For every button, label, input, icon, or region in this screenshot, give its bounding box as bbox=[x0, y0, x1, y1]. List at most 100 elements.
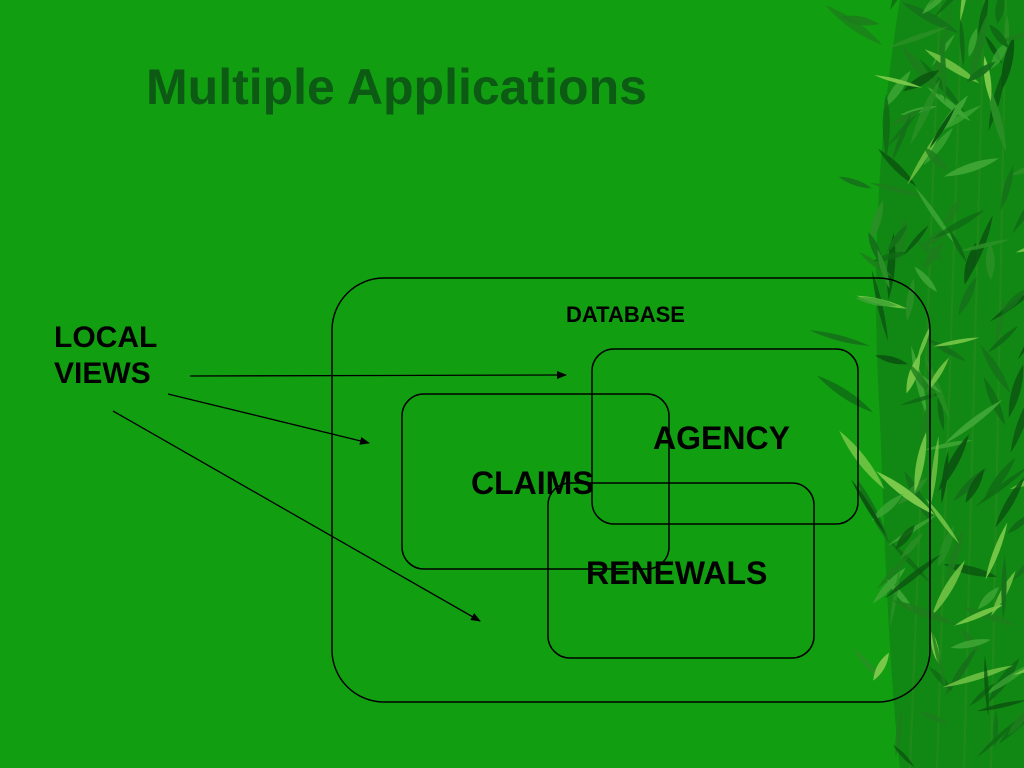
bamboo-leaf bbox=[949, 229, 967, 263]
bamboo-leaf bbox=[903, 225, 929, 255]
bamboo-leaf bbox=[980, 345, 1011, 394]
bamboo-leaf bbox=[968, 27, 978, 58]
bamboo-leaf bbox=[958, 276, 977, 316]
bamboo-leaf bbox=[839, 430, 885, 490]
bamboo-leaf bbox=[1009, 160, 1024, 176]
bamboo-leaf bbox=[895, 524, 915, 550]
bamboo-leaf bbox=[891, 599, 958, 626]
bamboo-leaf bbox=[876, 471, 935, 515]
renewals-box bbox=[547, 482, 815, 659]
bamboo-leaf bbox=[959, 18, 965, 67]
claims-label: CLAIMS bbox=[471, 465, 594, 501]
bamboo-leaf bbox=[907, 362, 936, 400]
bamboo-leaf bbox=[839, 15, 880, 26]
bamboo-leaf bbox=[1015, 243, 1024, 253]
bamboo-leaf bbox=[882, 93, 890, 158]
bamboo-leaf bbox=[943, 563, 998, 578]
bamboo-leaf bbox=[869, 182, 926, 198]
database-box bbox=[331, 277, 931, 703]
bamboo-leaf bbox=[873, 74, 923, 88]
bamboo-leaf bbox=[891, 113, 912, 162]
bamboo-leaf bbox=[933, 337, 980, 347]
bamboo-leaf bbox=[1007, 513, 1024, 534]
bamboo-leaf bbox=[938, 433, 970, 492]
bamboo-leaf bbox=[965, 468, 984, 503]
bamboo-leaf bbox=[1012, 174, 1024, 234]
bamboo-leaf bbox=[926, 338, 967, 362]
bamboo-leaf bbox=[825, 5, 883, 46]
bamboo-leaf bbox=[851, 479, 887, 536]
bamboo-leaf bbox=[1000, 165, 1014, 211]
bamboo-leaf bbox=[945, 529, 964, 583]
bamboo-leaf bbox=[901, 2, 960, 34]
bamboo-leaf bbox=[920, 400, 932, 446]
bamboo-leaf bbox=[978, 0, 989, 40]
bamboo-leaf bbox=[895, 707, 903, 757]
bamboo-leaf bbox=[991, 26, 1024, 44]
bamboo-stalk bbox=[990, 0, 1007, 768]
bamboo-leaf bbox=[1010, 392, 1024, 453]
bamboo-leaf bbox=[966, 61, 996, 83]
bamboo-leaf bbox=[917, 710, 950, 725]
bamboo-leaf bbox=[942, 665, 1014, 688]
bamboo-leaf bbox=[928, 666, 953, 692]
bamboo-stalk bbox=[936, 0, 963, 768]
bamboo-leaf bbox=[937, 525, 955, 568]
slide-title: Multiple Applications bbox=[146, 59, 647, 115]
bamboo-leaf bbox=[960, 0, 970, 22]
bamboo-leaf bbox=[995, 297, 1005, 347]
bamboo-leaf bbox=[940, 32, 947, 103]
bamboo-leaf bbox=[872, 567, 906, 604]
bamboo-leaf bbox=[873, 652, 889, 681]
bamboo-leaf bbox=[905, 278, 915, 322]
bamboo-leaf bbox=[1001, 289, 1024, 315]
bamboo-leaf bbox=[961, 607, 1017, 626]
bamboo-leaf bbox=[943, 158, 1000, 177]
bamboo-leaf bbox=[983, 376, 1006, 426]
agency-label: AGENCY bbox=[653, 420, 790, 456]
local-views-line2: VIEWS bbox=[54, 357, 151, 390]
bamboo-leaf bbox=[995, 0, 1005, 24]
bamboo-leaf bbox=[964, 242, 977, 285]
bamboo-leaf bbox=[897, 477, 928, 505]
renewals-label: RENEWALS bbox=[586, 555, 768, 591]
bamboo-leaf bbox=[890, 109, 923, 126]
bamboo-leaf bbox=[933, 0, 980, 18]
bamboo-leaf bbox=[983, 457, 1016, 501]
bamboo-leaf bbox=[886, 224, 908, 252]
bamboo-leaf bbox=[932, 560, 965, 616]
bamboo-leaf bbox=[1001, 555, 1007, 620]
bamboo-leaf bbox=[987, 82, 1007, 152]
bamboo-leaf bbox=[988, 325, 1019, 353]
bamboo-leaf bbox=[871, 493, 904, 522]
bamboo-leaf bbox=[884, 554, 942, 599]
bamboo-leaf bbox=[930, 623, 947, 695]
bamboo-leaf bbox=[885, 26, 949, 49]
bamboo-leaf bbox=[916, 239, 944, 262]
bamboo-leaf bbox=[1008, 364, 1024, 418]
bamboo-leaf bbox=[870, 200, 884, 243]
bamboo-leaf bbox=[914, 266, 938, 292]
bamboo-leaf bbox=[922, 0, 953, 14]
bamboo-leaf bbox=[916, 325, 932, 363]
bamboo-leaf bbox=[930, 436, 939, 505]
bamboo-leaf bbox=[944, 399, 1003, 444]
local-views-label: LOCAL VIEWS bbox=[54, 320, 157, 392]
bamboo-leaf bbox=[910, 78, 941, 145]
bamboo-leaf bbox=[883, 70, 911, 109]
arrow-to-renewals bbox=[112, 410, 481, 622]
bamboo-leaf bbox=[995, 476, 1024, 528]
bamboo-leaf bbox=[1012, 555, 1024, 581]
bamboo-leaf bbox=[950, 639, 992, 649]
bamboo-leaf bbox=[932, 209, 985, 239]
bamboo-leaf bbox=[893, 744, 915, 767]
bamboo-leaf bbox=[900, 44, 941, 97]
bamboo-leaf bbox=[855, 297, 897, 307]
bamboo-leaf bbox=[985, 522, 1008, 580]
arrow-to-agency bbox=[189, 371, 567, 380]
arrow-to-claims bbox=[167, 393, 370, 445]
bamboo-leaf bbox=[929, 107, 956, 149]
